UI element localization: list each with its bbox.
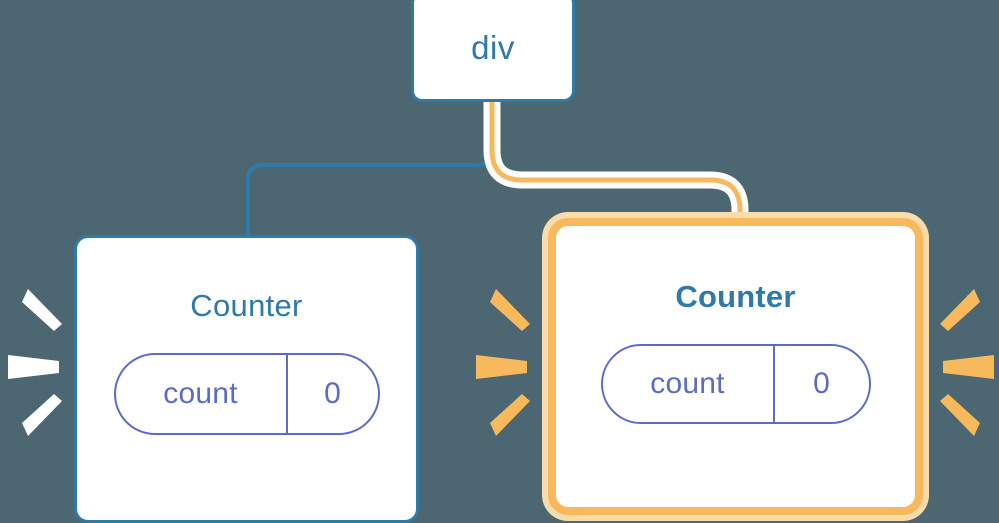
spark-ray-lower [22, 394, 62, 436]
state-value-left: 0 [324, 377, 341, 410]
node-counter-left[interactable]: Counter count 0 [74, 235, 419, 523]
spark-ray-lower [940, 394, 980, 436]
node-counter-right-label: Counter [675, 279, 796, 314]
node-div-label: div [471, 28, 515, 66]
state-pill-left[interactable]: count 0 [113, 353, 380, 435]
spark-ray-lower [490, 394, 530, 436]
spark-ray-upper [940, 289, 980, 331]
state-value-right: 0 [813, 367, 830, 400]
state-key-left: count [116, 355, 288, 433]
spark-ray-upper [22, 289, 62, 331]
node-counter-right[interactable]: Counter count 0 [548, 218, 923, 515]
state-key-right: count [603, 346, 775, 422]
spark-group-left-outer [8, 289, 62, 436]
node-counter-left-label: Counter [190, 288, 303, 323]
spark-ray-upper [490, 289, 530, 331]
state-pill-right[interactable]: count 0 [600, 344, 871, 424]
spark-group-middle [476, 289, 530, 436]
spark-ray-middle [476, 355, 527, 379]
node-div[interactable]: div [411, 0, 575, 102]
edge-root-to-left-counter [246, 102, 494, 238]
spark-ray-middle [943, 355, 994, 379]
spark-ray-middle [8, 355, 59, 379]
spark-group-right-outer [940, 289, 994, 436]
